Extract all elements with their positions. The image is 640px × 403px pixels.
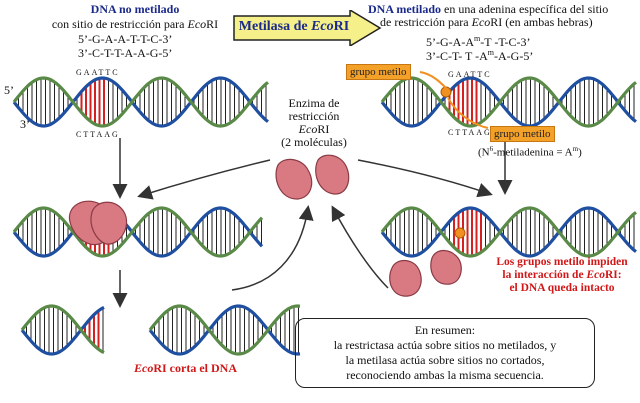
site-letters-top: GAATTC — [76, 68, 120, 77]
helix-unmethylated — [12, 76, 269, 128]
summary-box: En resumen: la restrictasa actúa sobre s… — [295, 318, 595, 388]
enzyme-center — [275, 154, 350, 200]
summary-line-4: reconociendo ambas la misma secuencia. — [346, 368, 544, 382]
methylated-subtitle: de restricción para EcoRI (en ambas hebr… — [380, 15, 593, 29]
protection-note: Los grupos metilo impiden la interacción… — [496, 256, 628, 294]
methylase-label: Metilasa de EcoRI — [238, 19, 350, 34]
enzyme-free-bottom — [389, 249, 462, 297]
helix-methylated — [380, 76, 637, 128]
methylated-seq-top: 5’-G-A-Am-T -T-C-3’ — [426, 34, 531, 49]
methyl-tag-bottom: grupo metilo — [490, 126, 555, 142]
summary-line-1: En resumen: — [414, 323, 476, 337]
process-arrows — [112, 138, 513, 308]
methyl-groups — [440, 86, 466, 239]
methylase-arrow-icon — [233, 10, 382, 46]
helix-cut — [148, 304, 301, 356]
unmethylated-dna-header: DNA no metilado — [40, 3, 230, 16]
enzyme-label: Enzima de restricción EcoRI (2 moléculas… — [281, 96, 347, 149]
helix-protected — [380, 206, 637, 258]
site-letters-bottom: CTTAAG — [76, 130, 120, 139]
summary-line-2: la restrictasa actúa sobre sitios no met… — [333, 338, 557, 352]
unmethylated-seq-bottom: 3’-C-T-T-A-A-G-5’ — [78, 46, 173, 60]
methyl-tag-top: grupo metilo — [346, 64, 411, 80]
tag-pointers — [419, 71, 489, 129]
prime-5-label: 5’ — [4, 83, 14, 97]
unmethylated-seq-top: 5’-G-A-A-T-T-C-3’ — [78, 32, 173, 46]
enzyme-bound-left — [68, 200, 128, 246]
dna-helices — [12, 76, 637, 356]
unmethylated-subtitle: con sitio de restricción para EcoRI — [51, 17, 219, 31]
prime-3-label: 3’ — [20, 117, 30, 131]
methylated-site-letters-bottom: CTTAAG — [448, 128, 492, 137]
arrow-enzyme-to-right — [357, 159, 493, 198]
methylated-dna-header: DNA metilado en una adenina específica d… — [368, 2, 609, 16]
helix-bound — [12, 206, 264, 258]
arrow-cut-to-enzyme — [231, 205, 314, 291]
unmethylated-title: DNA no metilado — [90, 2, 180, 16]
arrow-enzyme-to-left — [137, 159, 271, 200]
methylated-site-letters-top: GAATTC — [448, 70, 492, 79]
arrow-protected-to-enzyme — [331, 205, 389, 289]
summary-line-3: la metilasa actúa sobre sitios no cortad… — [345, 353, 545, 367]
methylated-seq-bottom: 3’-C-T- T -Am-A-G-5’ — [426, 48, 534, 63]
methyladenine-note: (N6-metiladenina = Am) — [478, 145, 582, 159]
ecori-cut-label: EcoRI corta el DNA — [134, 361, 237, 375]
helix-cut-fragment — [20, 304, 105, 356]
